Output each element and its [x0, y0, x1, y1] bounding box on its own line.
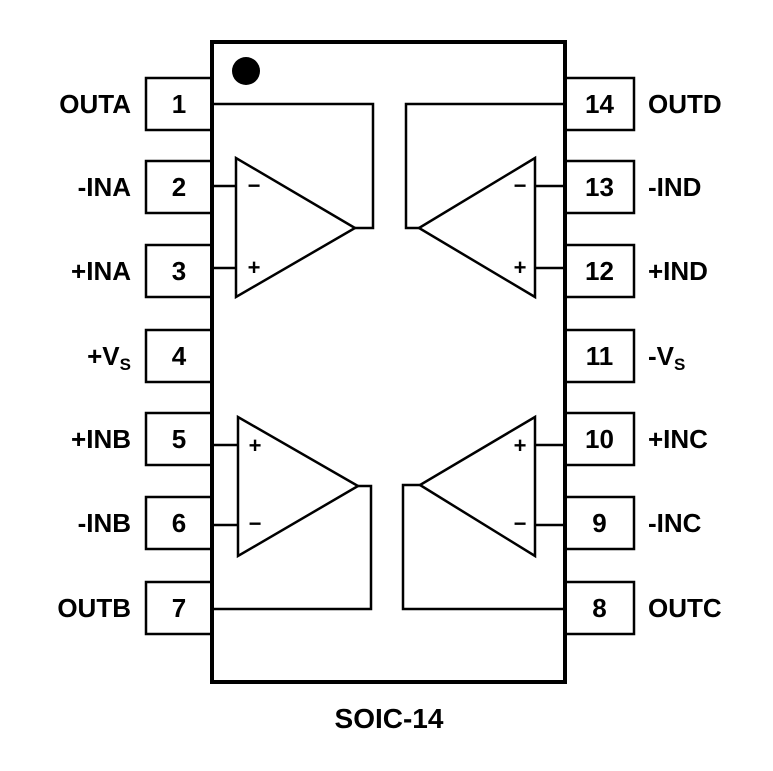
pin-number: 1 [172, 89, 186, 119]
wire-outb-feedback [212, 484, 373, 611]
pin-number: 10 [585, 424, 614, 454]
pin-8: 8 OUTC [565, 580, 722, 636]
pin-name: +INA [71, 256, 131, 286]
pin-number: 14 [585, 89, 614, 119]
pin-name: +INC [648, 424, 708, 454]
pin-box [144, 580, 212, 636]
pin-number: 7 [172, 593, 186, 623]
pin-11: 11 -VS [565, 328, 685, 384]
op-amp-d-noninverting-sign: + [514, 255, 527, 280]
pin-5: 5 +INB [71, 411, 212, 467]
ic-body [210, 40, 567, 684]
pin-box [144, 243, 212, 299]
pin-name: OUTD [648, 89, 722, 119]
pin-number: 3 [172, 256, 186, 286]
pin-box [144, 159, 212, 215]
pin-box [565, 243, 636, 299]
pin-box [144, 76, 212, 132]
pin-number: 6 [172, 508, 186, 538]
wire-outd-feedback [404, 102, 565, 230]
op-amp-c [401, 414, 565, 611]
wire-outc-feedback [401, 483, 565, 611]
pin1-marker-dot [232, 57, 260, 85]
pin-name: -INC [648, 508, 702, 538]
op-amp-d-inverting-sign: − [514, 173, 527, 198]
pin-number: 13 [585, 172, 614, 202]
pin-box [565, 76, 636, 132]
pin-name: +VS [87, 341, 131, 374]
pin-14: 14 OUTD [565, 76, 722, 132]
right-pin-group: 14 OUTD 13 -IND 12 +IND 11 -VS 10 +INC 9 -INC 8 OUTC [565, 76, 722, 636]
pin-box [565, 159, 636, 215]
pin-box [565, 411, 636, 467]
pin-3: 3 +INA [71, 243, 212, 299]
op-amp-b-inverting-sign: − [249, 511, 262, 536]
pin-box [565, 580, 636, 636]
pin-box [565, 495, 636, 551]
left-pin-group: 1 OUTA 2 -INA 3 +INA 4 +VS 5 +INB 6 -INB 7 OUTB [57, 76, 212, 636]
pin-number: 2 [172, 172, 186, 202]
pin-number: 4 [172, 341, 187, 371]
op-amp-b-triangle [236, 414, 361, 559]
op-amp-a-triangle [234, 155, 358, 300]
pin-2: 2 -INA [78, 159, 212, 215]
pin-9: 9 -INC [565, 495, 702, 551]
pin-number: 12 [585, 256, 614, 286]
pin-number: 11 [586, 341, 614, 371]
op-amp-a [212, 102, 375, 300]
pin-name: OUTA [59, 89, 131, 119]
op-amp-d-triangle [416, 155, 537, 300]
pin-name: OUTC [648, 593, 722, 623]
op-amp-c-triangle [417, 414, 537, 559]
op-amp-b [212, 414, 373, 611]
pin-box [565, 328, 636, 384]
pin-12: 12 +IND [565, 243, 708, 299]
pin-name: +INB [71, 424, 131, 454]
op-amp-d [404, 102, 565, 300]
pin-name: -INA [78, 172, 132, 202]
pin-name-subscript: S [674, 355, 685, 374]
package-title: SOIC-14 [335, 703, 444, 734]
pin-1: 1 OUTA [59, 76, 212, 132]
op-amp-a-inverting-sign: − [248, 173, 261, 198]
pin-7: 7 OUTB [57, 580, 212, 636]
pin-number: 9 [592, 508, 606, 538]
pin-name: OUTB [57, 593, 131, 623]
pin-13: 13 -IND [565, 159, 701, 215]
op-amp-a-noninverting-sign: + [248, 255, 261, 280]
op-amp-b-noninverting-sign: + [249, 433, 262, 458]
pin-name-subscript: S [120, 355, 131, 374]
pin-number: 5 [172, 424, 186, 454]
pin-box [144, 328, 212, 384]
op-amp-c-inverting-sign: − [514, 511, 527, 536]
wire-outa-feedback [212, 102, 375, 230]
pin-name: -VS [648, 341, 685, 374]
pin-box [144, 495, 212, 551]
pin-4: 4 +VS [87, 328, 212, 384]
pin-name: -IND [648, 172, 701, 202]
pin-number: 8 [592, 593, 606, 623]
pin-name: -INB [78, 508, 131, 538]
pin-box [144, 411, 212, 467]
pin-6: 6 -INB [78, 495, 212, 551]
op-amp-c-noninverting-sign: + [514, 433, 527, 458]
pin-name: +IND [648, 256, 708, 286]
pin-10: 10 +INC [565, 411, 708, 467]
